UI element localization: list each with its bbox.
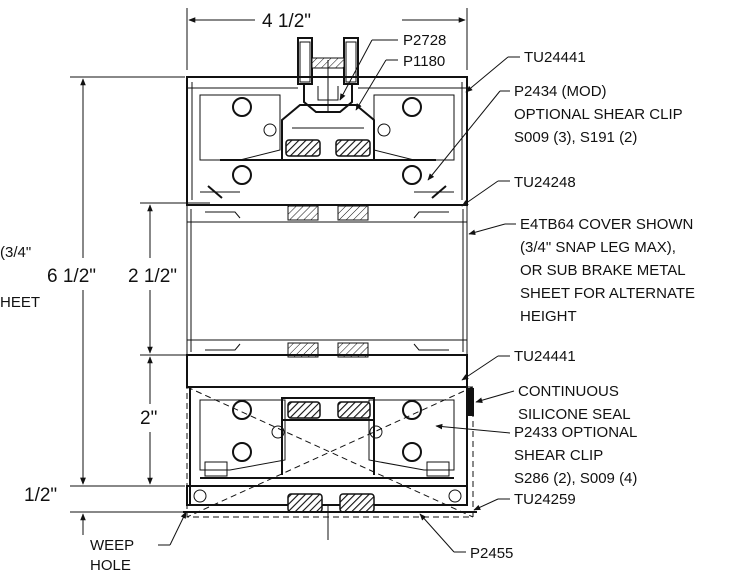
glazing-pocket	[297, 37, 359, 113]
width-dimension: 4 1/2"	[186, 8, 468, 70]
svg-text:TU24248: TU24248	[514, 174, 576, 191]
svg-text:P1180: P1180	[403, 53, 445, 70]
svg-text:E4TB64 COVER SHOWN: E4TB64 COVER SHOWN	[520, 216, 693, 233]
svg-text:TU24441: TU24441	[524, 49, 586, 66]
left-fragment-1: (3/4"	[0, 244, 31, 261]
callout-silicone-seal: CONTINUOUS SILICONE SEAL	[475, 383, 631, 423]
callout-tu24259: TU24259	[473, 491, 576, 511]
svg-text:CONTINUOUS: CONTINUOUS	[518, 383, 619, 400]
svg-text:TU24441: TU24441	[514, 348, 576, 365]
callout-tu24248: TU24248	[461, 174, 576, 207]
height-dimension: 6 1/2"	[47, 76, 185, 487]
svg-text:OPTIONAL SHEAR CLIP: OPTIONAL SHEAR CLIP	[514, 106, 683, 123]
svg-text:SHEAR CLIP: SHEAR CLIP	[514, 447, 603, 464]
callout-p2455: P2455	[419, 513, 513, 562]
height-dimension-label: 6 1/2"	[47, 266, 96, 287]
svg-text:S009 (3), S191 (2): S009 (3), S191 (2)	[514, 129, 637, 146]
width-dimension-label: 4 1/2"	[262, 11, 311, 32]
svg-text:P2455: P2455	[470, 545, 513, 562]
callout-e4tb64: E4TB64 COVER SHOWN (3/4" SNAP LEG MAX), …	[468, 216, 695, 325]
svg-text:SHEET FOR ALTERNATE: SHEET FOR ALTERNATE	[520, 285, 695, 302]
svg-text:HEIGHT: HEIGHT	[520, 308, 577, 325]
callout-p2728: P2728	[339, 32, 446, 101]
svg-text:P2434 (MOD): P2434 (MOD)	[514, 83, 607, 100]
sill-offset-label: 1/2"	[24, 485, 57, 506]
cover-height-dimension: 2 1/2"	[128, 202, 210, 356]
left-fragment-2: HEET	[0, 294, 40, 311]
lower-height-label: 2"	[140, 408, 157, 429]
svg-text:TU24259: TU24259	[514, 491, 576, 508]
callout-p1180: P1180	[355, 53, 445, 111]
svg-text:OR SUB BRAKE METAL: OR SUB BRAKE METAL	[520, 262, 686, 279]
svg-text:(3/4" SNAP LEG MAX),: (3/4" SNAP LEG MAX),	[520, 239, 676, 256]
callout-p2434: P2434 (MOD) OPTIONAL SHEAR CLIP S009 (3)…	[427, 83, 683, 181]
callout-tu24441-bottom: TU24441	[461, 348, 576, 381]
top-mullion	[186, 76, 468, 206]
callout-p2433: P2433 OPTIONAL SHEAR CLIP S286 (2), S009…	[435, 423, 637, 487]
svg-text:SILICONE SEAL: SILICONE SEAL	[518, 406, 631, 423]
svg-text:P2433 OPTIONAL: P2433 OPTIONAL	[514, 424, 637, 441]
cover-height-label: 2 1/2"	[128, 266, 177, 287]
svg-text:HOLE: HOLE	[90, 557, 131, 571]
svg-text:S286 (2), S009 (4): S286 (2), S009 (4)	[514, 470, 637, 487]
callout-tu24441-top: TU24441	[465, 49, 586, 93]
svg-text:WEEP: WEEP	[90, 537, 134, 554]
svg-text:P2728: P2728	[403, 32, 446, 49]
lower-sill	[183, 354, 477, 540]
sill-offset-dimension: 1/2"	[24, 460, 185, 535]
cover-section	[186, 204, 468, 358]
callout-weep-hole: WEEP HOLE	[90, 511, 187, 571]
lower-height-dimension: 2"	[140, 356, 157, 485]
